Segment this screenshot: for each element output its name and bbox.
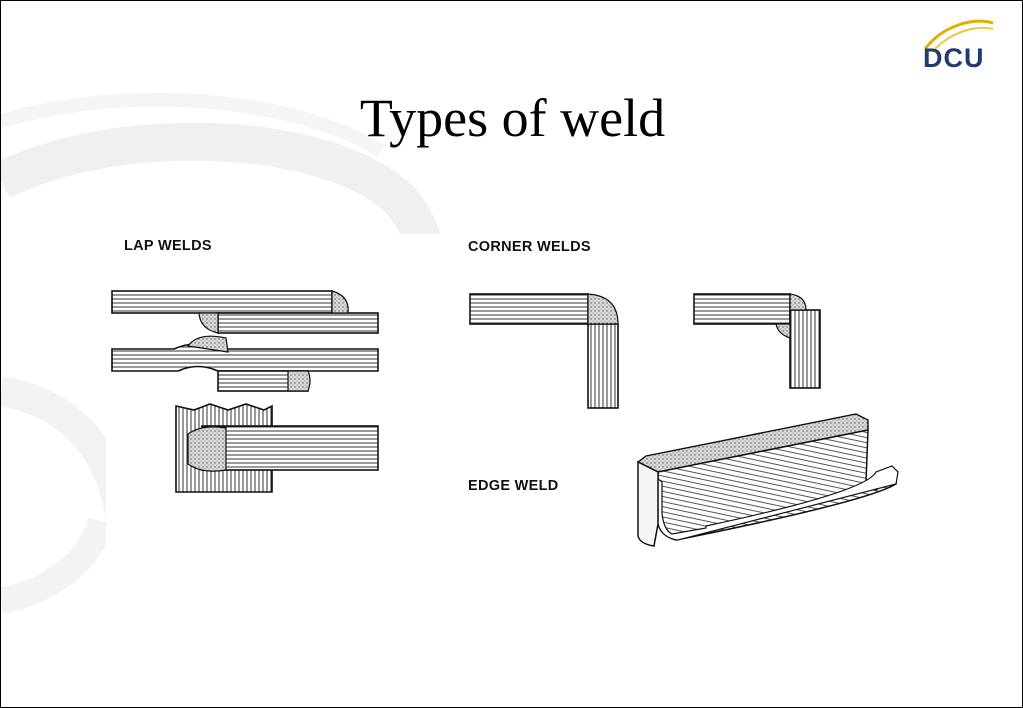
lap-weld-joggled bbox=[111, 335, 379, 392]
logo-text: DCU bbox=[923, 43, 985, 73]
lap-weld-single bbox=[111, 290, 379, 334]
edge-weld bbox=[636, 413, 899, 547]
slide-title: Types of weld bbox=[359, 88, 666, 148]
dcu-logo: DCU bbox=[913, 13, 999, 75]
weld-drawings bbox=[111, 290, 899, 547]
logo-swoosh-icon bbox=[923, 19, 994, 50]
label-corner-welds: CORNER WELDS bbox=[468, 239, 591, 255]
corner-weld-inside bbox=[693, 293, 821, 389]
label-edge-weld: EDGE WELD bbox=[468, 478, 559, 494]
weld-diagram: LAP WELDS CORNER WELDS EDGE WELD bbox=[106, 234, 919, 604]
corner-weld-outside bbox=[469, 293, 619, 409]
lap-weld-slot bbox=[175, 403, 379, 493]
label-lap-welds: LAP WELDS bbox=[124, 238, 212, 254]
